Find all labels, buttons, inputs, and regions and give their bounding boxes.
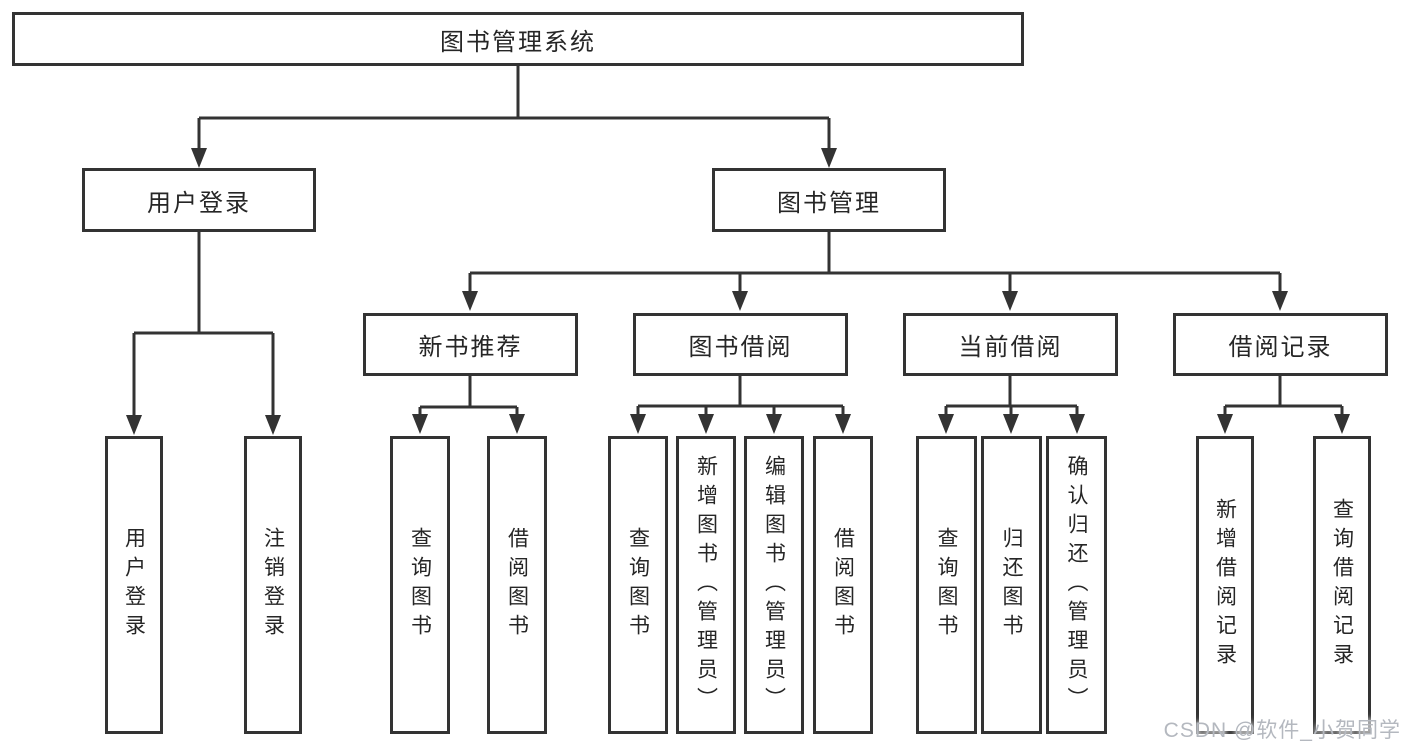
node-user-login-label: 用户登录 xyxy=(147,189,251,217)
node-book-borrowing: 图书借阅 xyxy=(633,313,848,376)
node-borrowing-records: 借阅记录 xyxy=(1173,313,1388,376)
node-current-borrowing-label: 当前借阅 xyxy=(958,334,1063,361)
node-leaf-query-borrow-record-label: 查询借阅记录 xyxy=(1330,498,1354,672)
node-leaf-confirm-return-admin: 确认归还（管理员） xyxy=(1046,436,1107,734)
node-leaf-add-books-admin: 新增图书（管理员） xyxy=(676,436,736,734)
node-book-management-label: 图书管理 xyxy=(777,189,881,217)
node-leaf-edit-books-admin: 编辑图书（管理员） xyxy=(744,436,804,734)
node-leaf-edit-books-admin-label: 编辑图书（管理员） xyxy=(762,454,786,716)
node-new-book-recommendation: 新书推荐 xyxy=(363,313,578,376)
node-leaf-query-books-borrowing-label: 查询图书 xyxy=(626,527,650,643)
node-leaf-query-books-borrowing: 查询图书 xyxy=(608,436,668,734)
node-leaf-query-books-current-label: 查询图书 xyxy=(935,527,958,643)
node-leaf-query-books-current: 查询图书 xyxy=(916,436,977,734)
node-leaf-logout-label: 注销登录 xyxy=(261,527,285,643)
node-current-borrowing: 当前借阅 xyxy=(903,313,1118,376)
node-leaf-borrow-books-recommend: 借阅图书 xyxy=(487,436,547,734)
node-book-borrowing-label: 图书借阅 xyxy=(688,334,793,361)
node-leaf-query-books-recommend-label: 查询图书 xyxy=(408,527,432,643)
node-leaf-logout: 注销登录 xyxy=(244,436,302,734)
node-leaf-add-borrow-record: 新增借阅记录 xyxy=(1196,436,1254,734)
node-new-book-recommendation-label: 新书推荐 xyxy=(418,334,523,361)
arrowheads xyxy=(126,148,1350,435)
node-library-management-system: 图书管理系统 xyxy=(12,12,1024,66)
node-leaf-borrow-books-borrowing-label: 借阅图书 xyxy=(831,527,855,643)
node-leaf-borrow-books-recommend-label: 借阅图书 xyxy=(505,527,529,643)
node-leaf-confirm-return-admin-label: 确认归还（管理员） xyxy=(1065,454,1088,716)
node-leaf-add-borrow-record-label: 新增借阅记录 xyxy=(1213,498,1237,672)
csdn-watermark: CSDN @软件_小贺同学 xyxy=(1163,719,1401,742)
node-leaf-return-books: 归还图书 xyxy=(981,436,1042,734)
node-leaf-query-borrow-record: 查询借阅记录 xyxy=(1313,436,1371,734)
node-leaf-user-login-label: 用户登录 xyxy=(122,527,146,643)
node-book-management: 图书管理 xyxy=(712,168,946,232)
node-user-login: 用户登录 xyxy=(82,168,316,232)
node-leaf-borrow-books-borrowing: 借阅图书 xyxy=(813,436,873,734)
node-library-management-system-label: 图书管理系统 xyxy=(440,28,596,56)
node-leaf-add-books-admin-label: 新增图书（管理员） xyxy=(694,454,718,716)
node-leaf-query-books-recommend: 查询图书 xyxy=(390,436,450,734)
node-leaf-return-books-label: 归还图书 xyxy=(1000,527,1023,643)
node-leaf-user-login: 用户登录 xyxy=(105,436,163,734)
node-borrowing-records-label: 借阅记录 xyxy=(1228,334,1333,361)
